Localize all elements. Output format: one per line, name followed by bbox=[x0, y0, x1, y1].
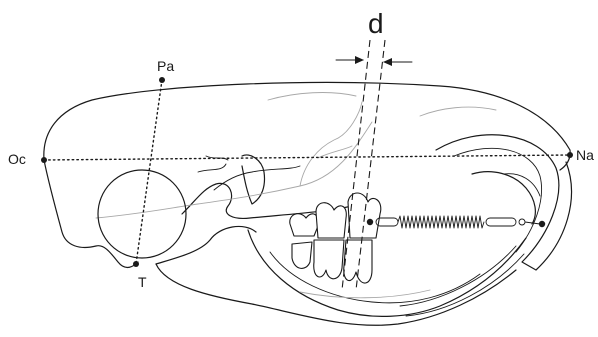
mandible-ramus bbox=[156, 226, 256, 264]
incisor-root bbox=[504, 174, 540, 196]
mandible-outline bbox=[248, 230, 526, 316]
lower-molar-2 bbox=[314, 240, 344, 279]
landmark-na-point bbox=[567, 152, 573, 158]
rostrum-curve bbox=[472, 172, 535, 224]
label-oc: Oc bbox=[8, 151, 26, 167]
lower-incisor bbox=[400, 246, 524, 316]
landmark-oc-point bbox=[41, 157, 47, 163]
suture-line-3 bbox=[268, 93, 356, 100]
squamosal-line bbox=[214, 166, 300, 190]
occipital-outline bbox=[44, 160, 138, 267]
upper-incisor-inner bbox=[454, 148, 542, 252]
suture-line-4 bbox=[420, 107, 496, 116]
label-t: T bbox=[138, 274, 147, 290]
lower-molar-1 bbox=[292, 242, 312, 268]
spring-apparatus bbox=[367, 216, 545, 228]
label-measurement-d: d bbox=[368, 8, 384, 39]
suture-line-2 bbox=[300, 102, 362, 186]
spring-anchor-incisor bbox=[539, 221, 545, 227]
mandible-gray-line bbox=[300, 290, 430, 298]
d-arrow-right-head bbox=[383, 58, 392, 66]
tympanic-bulla bbox=[98, 170, 186, 258]
label-pa: Pa bbox=[157, 58, 174, 74]
spring-anchor-molar bbox=[367, 219, 373, 225]
coil-spring bbox=[398, 216, 484, 228]
upper-molar-1 bbox=[290, 214, 319, 236]
skull-length-line bbox=[44, 155, 570, 160]
landmark-pa-point bbox=[159, 77, 165, 83]
upper-molar-2 bbox=[316, 203, 346, 238]
skull-height-line bbox=[136, 80, 162, 264]
lower-molar-3 bbox=[344, 240, 372, 283]
d-arrow-left-head bbox=[355, 56, 364, 64]
suture-line-5 bbox=[318, 146, 352, 158]
landmark-t-point bbox=[133, 261, 139, 267]
label-na: Na bbox=[576, 147, 594, 163]
